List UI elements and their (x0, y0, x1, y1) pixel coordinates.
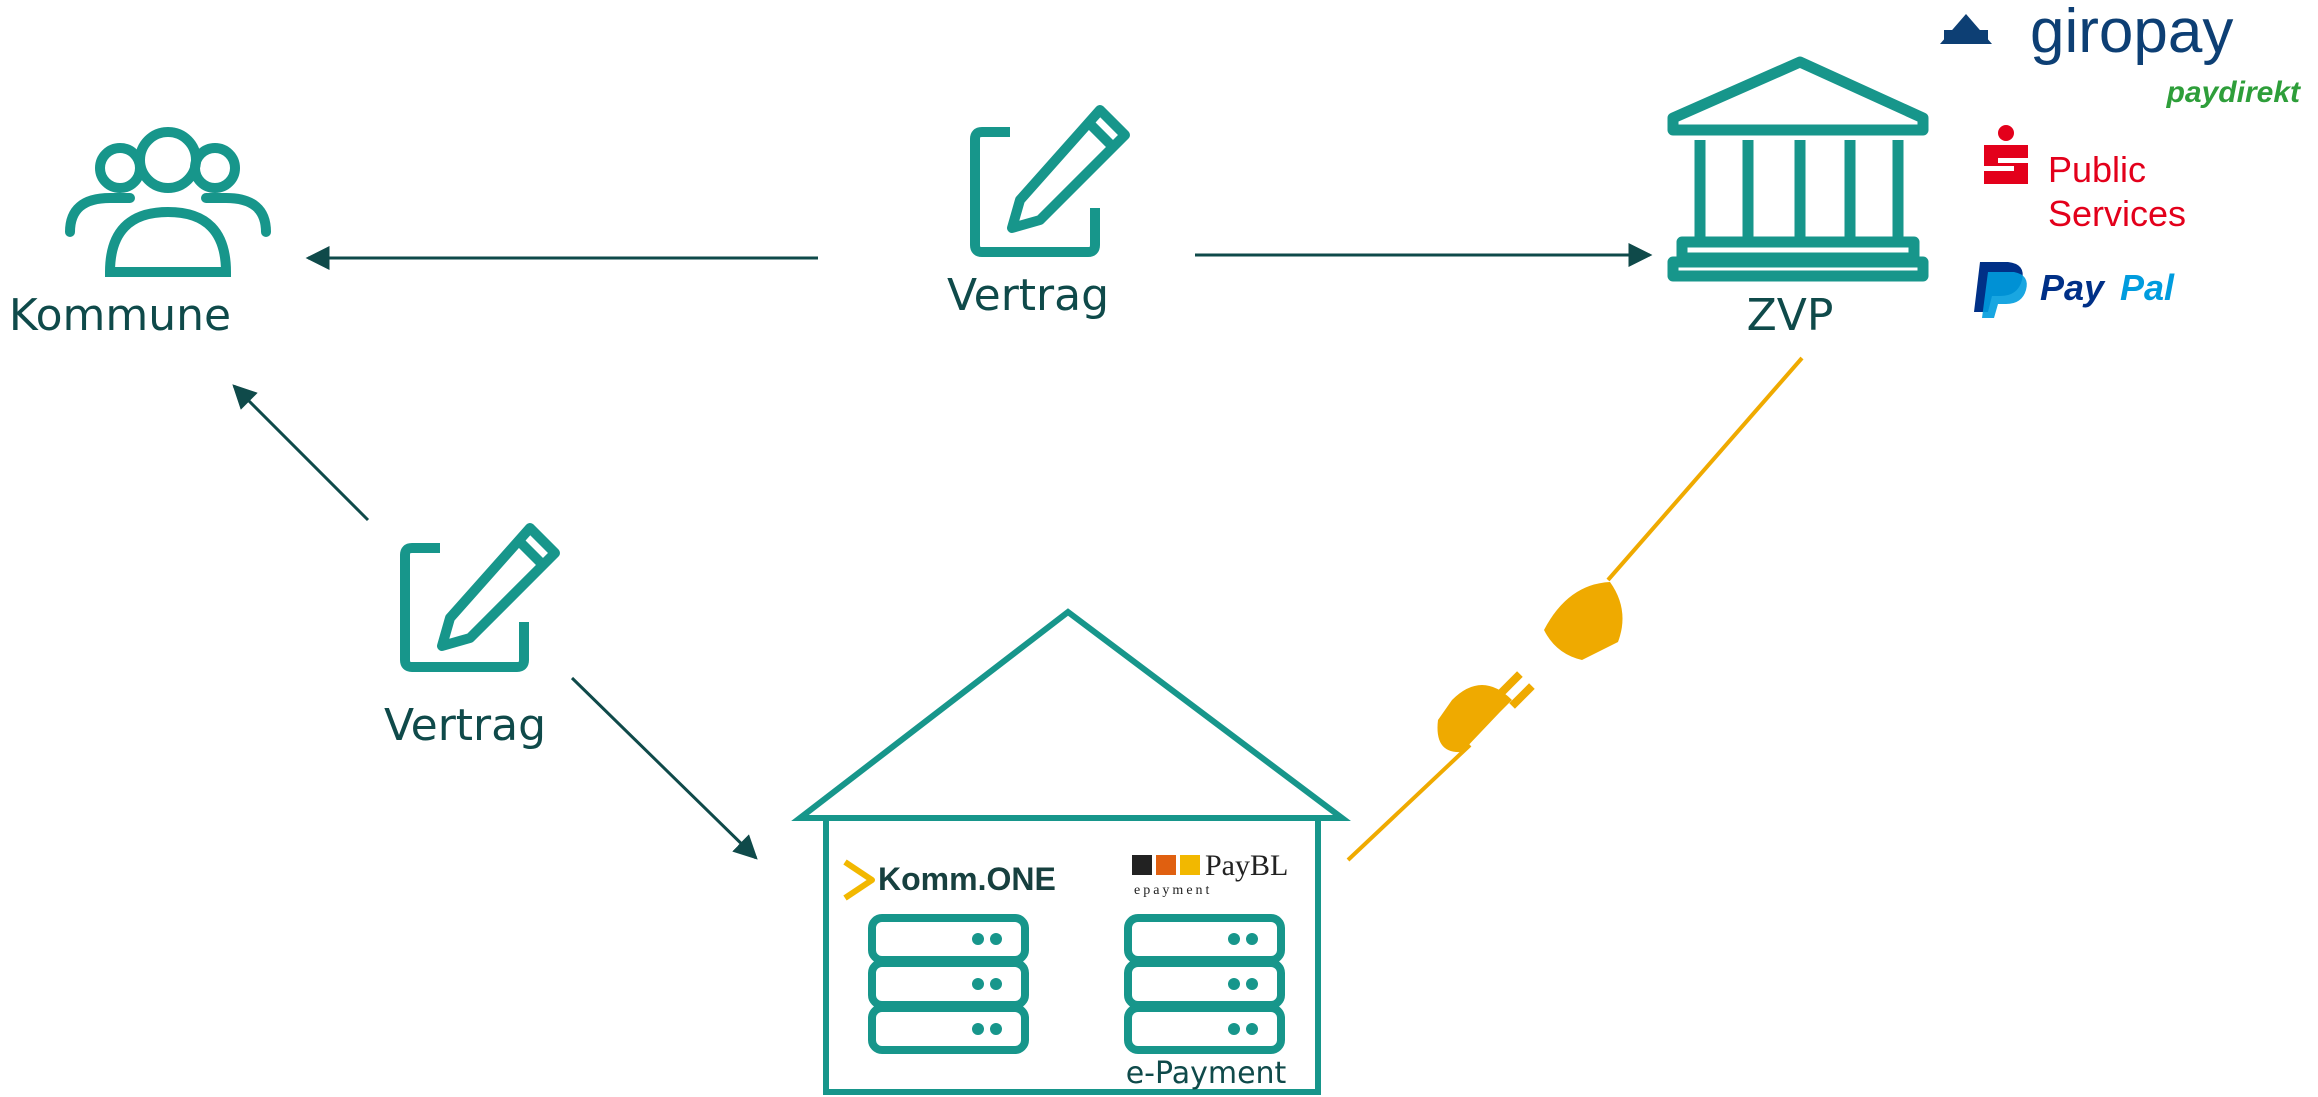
kommone-logo: Komm.ONE (843, 859, 1056, 901)
paypal-text-pay: Pay (2040, 267, 2106, 308)
contract-top: Vertrag (947, 105, 1130, 321)
payment-logos: giropay paydirekt Public Services Pay Pa… (1940, 0, 2302, 318)
zvp-node: ZVP (1667, 56, 1929, 341)
paybl-squares-icon (1132, 855, 1200, 875)
giropay-building-icon (1940, 14, 1992, 44)
contract-top-label: Vertrag (947, 270, 1109, 321)
kommune-node: Kommune (9, 127, 271, 341)
paypal-text-pal: Pal (2120, 267, 2175, 308)
kommune-label: Kommune (9, 290, 231, 341)
edit-document-icon (970, 105, 1130, 257)
giropay-logo: giropay (1940, 0, 2233, 66)
cable-zvp-side (1606, 356, 1804, 582)
edit-document-icon (400, 523, 560, 672)
house-node: Komm.ONE PayBL epayment (791, 608, 1351, 1095)
sparkasse-logo: Public Services (1984, 125, 2186, 234)
house-walls (823, 818, 1321, 1095)
cable-house-side (1346, 743, 1472, 862)
arrow-left-to-house (570, 676, 758, 860)
paybl-text: PayBL (1205, 849, 1288, 882)
kommone-mark-icon (843, 859, 875, 901)
plug-icon (1437, 671, 1535, 753)
arrow-left-to-kommune (232, 384, 370, 522)
paypal-p-icon (1974, 262, 2027, 318)
server-stack-epayment-icon (1124, 914, 1285, 1054)
giropay-text: giropay (2030, 0, 2233, 66)
contract-left-label: Vertrag (384, 700, 546, 751)
paypal-logo: Pay Pal (1974, 262, 2175, 318)
bank-icon (1667, 56, 1929, 282)
people-icon (65, 127, 271, 277)
paybl-sub-text: epayment (1134, 883, 1212, 898)
plug-connection (1346, 356, 1804, 862)
contract-left: Vertrag (384, 523, 560, 751)
paybl-logo: PayBL epayment (1132, 849, 1288, 898)
sparkasse-line1: Public (2048, 149, 2146, 190)
zvp-label: ZVP (1747, 290, 1834, 341)
sparkasse-line2: Services (2048, 193, 2186, 234)
epayment-caption: e-Payment (1126, 1056, 1287, 1091)
socket-icon (1544, 582, 1623, 660)
kommone-text: Komm.ONE (878, 861, 1056, 897)
house-roof (791, 608, 1351, 821)
server-stack-kommone-icon (868, 914, 1029, 1054)
sparkasse-s-icon (1984, 125, 2028, 184)
paydirekt-text: paydirekt (2166, 76, 2302, 109)
